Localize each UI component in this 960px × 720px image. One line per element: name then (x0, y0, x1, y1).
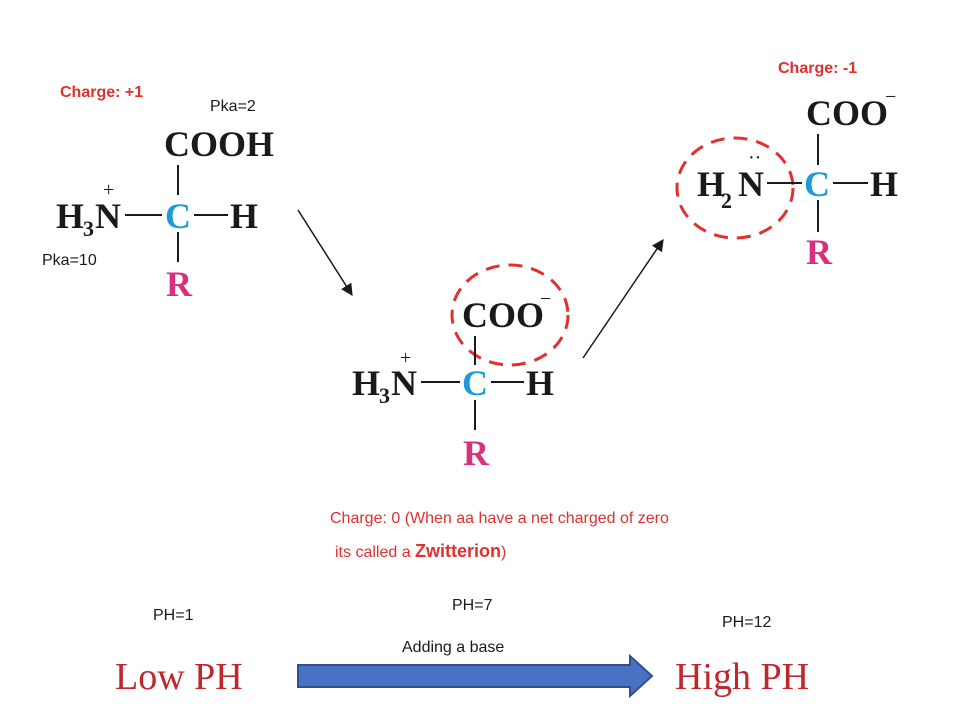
middle-molecule: COO − H 3 N + C H R Charge: 0 (When aa h… (330, 263, 669, 561)
zwitterion-definition: its called a Zwitterion) (335, 541, 506, 561)
right-alpha-carbon: C (804, 164, 830, 204)
ph-1-label: PH=1 (153, 607, 194, 624)
middle-amine-h: H (352, 363, 380, 403)
low-ph-label: Low PH (115, 656, 243, 698)
right-carboxyl-group: COO (806, 93, 888, 133)
left-alpha-carbon: C (165, 196, 191, 236)
right-lone-pair: ·· (748, 147, 761, 169)
high-ph-label: High PH (675, 656, 809, 698)
carboxylate-highlight-circle (450, 263, 570, 367)
right-amine-h: H (697, 164, 725, 204)
adding-base-label: Adding a base (402, 639, 504, 656)
left-carboxyl-group: COOH (164, 124, 274, 164)
left-pka-top-label: Pka=2 (210, 98, 256, 115)
left-amine-h: H (56, 196, 84, 236)
arrow-middle-to-right (582, 239, 664, 359)
middle-carboxyl-group: COO (462, 295, 544, 335)
right-molecule: Charge: -1 COO − H 2 N ·· C H R (675, 60, 898, 272)
left-hydrogen: H (230, 196, 258, 236)
right-charge-label: Charge: -1 (778, 60, 857, 77)
right-r-group: R (806, 232, 833, 272)
arrow-left-to-middle (297, 209, 353, 297)
left-amine-plus: + (103, 179, 114, 201)
middle-charge-label: Charge: 0 (When aa have a net charged of… (330, 510, 669, 527)
ph-7-label: PH=7 (452, 597, 493, 614)
ph-12-label: PH=12 (722, 614, 771, 631)
left-r-group: R (166, 264, 193, 304)
middle-hydrogen: H (526, 363, 554, 403)
left-pka-bottom-label: Pka=10 (42, 252, 97, 269)
middle-amine-subscript: 3 (379, 383, 390, 408)
middle-amine-n: N (391, 363, 417, 403)
base-addition-arrow (297, 653, 654, 699)
middle-r-group: R (463, 433, 490, 473)
zwitterion-term: Zwitterion (415, 541, 501, 561)
amine-highlight-circle (675, 136, 795, 240)
right-amine-subscript: 2 (721, 188, 732, 213)
ph-scale: PH=1 PH=7 PH=12 Adding a base Low PH Hig… (115, 597, 809, 699)
right-hydrogen: H (870, 164, 898, 204)
right-carboxyl-charge: − (885, 86, 896, 108)
left-charge-label: Charge: +1 (60, 84, 143, 101)
left-molecule: Charge: +1 Pka=2 Pka=10 COOH H 3 N + C H… (42, 84, 274, 304)
right-amine-n: N (738, 164, 764, 204)
left-amine-subscript: 3 (83, 216, 94, 241)
middle-amine-plus: + (400, 347, 411, 369)
middle-alpha-carbon: C (462, 363, 488, 403)
left-amine-n: N (95, 196, 121, 236)
middle-carboxyl-charge: − (540, 288, 551, 310)
